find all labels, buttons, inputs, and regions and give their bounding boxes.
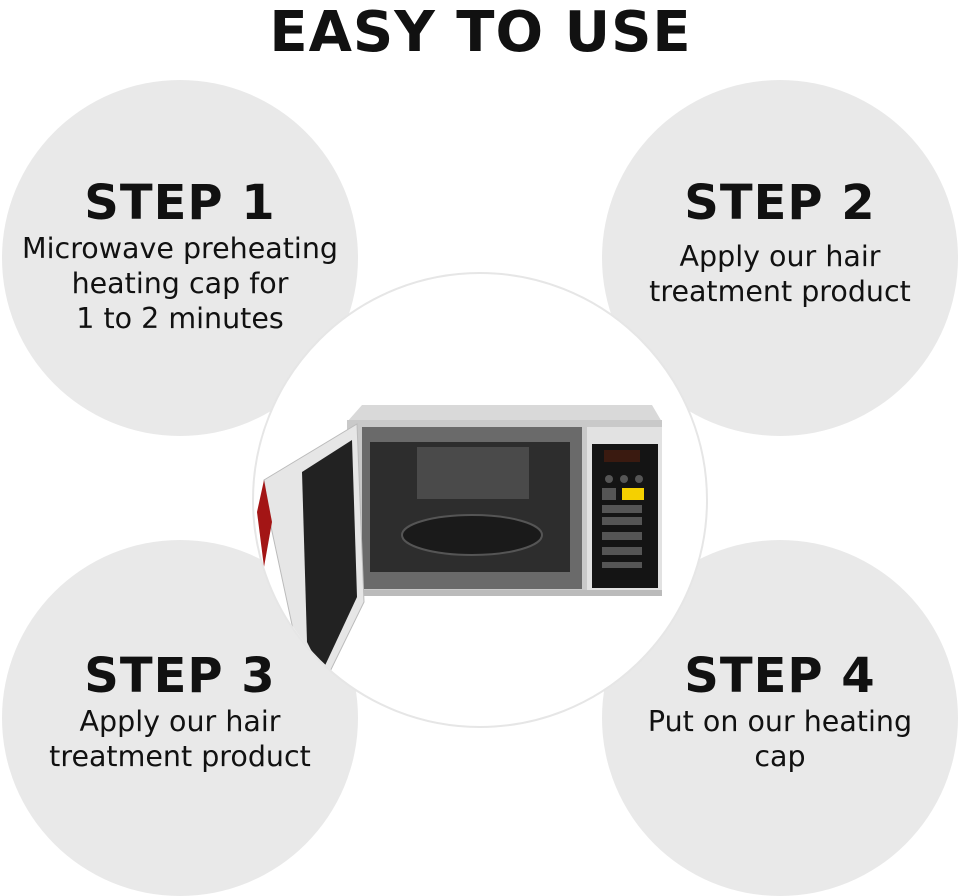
- microwave-image: [257, 405, 662, 694]
- step-1-label: STEP 1: [84, 175, 276, 231]
- step-3-label: STEP 3: [84, 648, 276, 704]
- step-4-text: Put on our heating cap: [647, 705, 913, 773]
- step-2-label: STEP 2: [684, 175, 876, 231]
- step-1-text: Microwave preheating heating cap for 1 t…: [22, 232, 338, 335]
- microwave-image-circle: [252, 272, 708, 728]
- step-3-text: Apply our hair treatment product: [49, 705, 311, 773]
- step-2-text: Apply our hair treatment product: [649, 240, 911, 308]
- step-1-circle: STEP 1 Microwave preheating heating cap …: [2, 80, 358, 436]
- page-title: EASY TO USE: [269, 0, 692, 65]
- step-4-label: STEP 4: [684, 648, 876, 704]
